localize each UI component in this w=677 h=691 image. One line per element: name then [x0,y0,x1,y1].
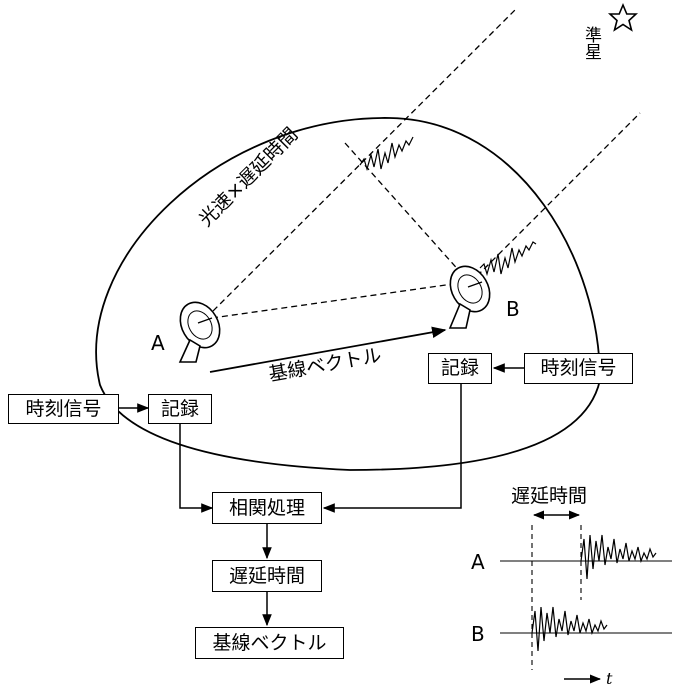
earth-dome [95,117,601,471]
baseline-arrow [209,326,447,373]
station-b-label: B [506,297,520,321]
a-to-b-dashed [211,282,461,319]
signal-wave-lower [479,241,537,277]
correlation-box: 相関処理 [212,492,322,524]
ray-to-a [205,9,516,319]
star-outline-icon [607,2,639,32]
signal-wave-upper [359,136,414,172]
waveform-b-label: B [471,622,485,646]
quasar-label: 準星 [581,26,601,60]
antenna-b-icon [448,265,491,329]
station-a-label: A [151,331,165,355]
waveform-b-signal [531,606,608,652]
delay-caption: 遅延時間 [511,485,588,507]
record-right-box: 記録 [428,353,492,384]
delay-time-box: 遅延時間 [212,560,322,592]
time-axis-label: t [606,669,613,688]
time-signal-left-box: 時刻信号 [8,394,119,424]
waveform-a-signal [580,534,657,580]
antenna-a-icon [178,301,221,363]
record-left-box: 記録 [148,394,212,424]
wavefront-line [344,142,471,284]
waveform-a-label: A [471,550,485,574]
arrow-record-right-to-corr [322,384,462,513]
arrow-record-left-to-corr [179,424,214,513]
ray-to-b [469,112,641,284]
baseline-vector-box: 基線ベクトル [195,627,344,659]
time-signal-right-box: 時刻信号 [524,353,633,384]
